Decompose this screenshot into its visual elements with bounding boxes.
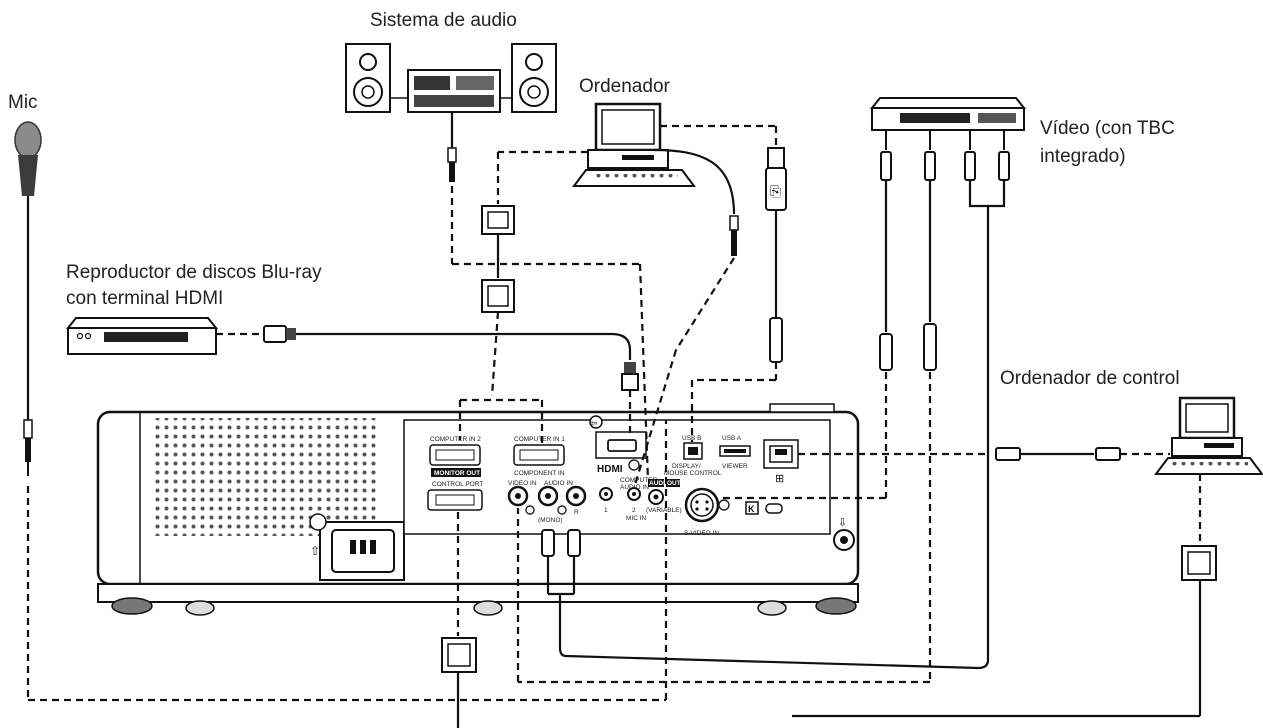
audio-out-port: AUDIO OUT (VARIABLE) xyxy=(646,479,682,514)
audio-system-label: Sistema de audio xyxy=(370,10,517,31)
bluray-label: Reproductor de discos Blu-ray xyxy=(66,262,322,283)
svg-text:S-VIDEO IN: S-VIDEO IN xyxy=(684,530,719,537)
svg-text:MONITOR OUT: MONITOR OUT xyxy=(434,470,480,477)
video-label: Vídeo (con TBC xyxy=(1040,118,1175,139)
usb-ports: USB B DISPLAY/ MOUSE CONTROL USB A VIEWE… xyxy=(664,435,751,477)
kensington-lock: ⇩ xyxy=(833,517,855,551)
computer-audio-cable xyxy=(632,148,739,489)
video-audio-in-ports: VIDEO IN AUDIO IN (MONO) R xyxy=(507,480,587,524)
svg-text:VIEWER: VIEWER xyxy=(722,463,748,470)
hdmi-cable xyxy=(216,325,639,434)
svg-text:OUT: OUT xyxy=(667,480,681,487)
stereo-deck xyxy=(407,69,501,113)
s-video-in-port: S-VIDEO IN xyxy=(684,487,730,537)
computer-in-1-port: COMPUTER IN 1 COMPONENT IN xyxy=(513,436,565,477)
computer-label: Ordenador xyxy=(579,76,671,97)
svg-text:AUDIO IN: AUDIO IN xyxy=(544,480,573,487)
svg-text:COMPUTER IN 1: COMPUTER IN 1 xyxy=(514,436,565,443)
svg-text:COMPUTER IN 2: COMPUTER IN 2 xyxy=(430,436,481,443)
svg-text:R: R xyxy=(574,509,579,516)
mic-label: Mic xyxy=(8,92,38,113)
control-computer-device xyxy=(1154,396,1263,475)
svg-text:MOUSE CONTROL: MOUSE CONTROL xyxy=(664,470,722,477)
lan-cable xyxy=(798,447,1170,461)
audio-cable xyxy=(447,112,650,481)
svg-text:USB A: USB A xyxy=(722,435,742,442)
left-speaker xyxy=(345,43,391,113)
projector-body: ⇧ xyxy=(96,403,860,616)
speaker-grill xyxy=(152,418,376,536)
svg-text:⇩: ⇩ xyxy=(838,517,847,529)
control-computer-label: Ordenador de control xyxy=(1000,368,1180,389)
audio-system xyxy=(345,43,557,113)
right-speaker xyxy=(511,43,557,113)
svg-text:COMPUTER: COMPUTER xyxy=(620,477,658,484)
svg-text:MIC IN: MIC IN xyxy=(626,515,647,522)
video-cables xyxy=(516,130,1010,684)
computer-device xyxy=(572,102,696,187)
svg-text:K: K xyxy=(748,504,755,514)
svg-text:2: 2 xyxy=(632,507,636,514)
bluray-label-line2: con terminal HDMI xyxy=(66,288,223,309)
svg-text:CONTROL PORT: CONTROL PORT xyxy=(432,481,483,488)
svg-text:⇦: ⇦ xyxy=(590,418,598,428)
control-serial-cable xyxy=(792,474,1217,718)
hdmi-port: HDMI ⇦ xyxy=(589,415,647,475)
usb-cable: ⎘ xyxy=(660,124,787,442)
bluray-player xyxy=(65,317,219,355)
computer-vga-cable xyxy=(460,150,588,448)
security-slot: K xyxy=(745,501,783,515)
svg-text:COMPONENT IN: COMPONENT IN xyxy=(514,470,565,477)
svg-text:DISPLAY/: DISPLAY/ xyxy=(672,463,701,470)
mic-cable-return xyxy=(28,420,668,702)
svg-text:(VARIABLE): (VARIABLE) xyxy=(646,507,682,514)
microphone xyxy=(14,121,42,700)
computer-audio-in-ports: COMPUTER AUDIO IN 1 2 MIC IN xyxy=(599,477,658,522)
svg-text:⊞: ⊞ xyxy=(775,473,784,485)
computer-in-2-port: COMPUTER IN 2 MONITOR OUT xyxy=(429,436,481,477)
svg-text:(MONO): (MONO) xyxy=(538,517,563,524)
svg-text:⇧: ⇧ xyxy=(310,544,320,558)
control-port-cable xyxy=(441,512,477,728)
video-label-line2: integrado) xyxy=(1040,146,1126,167)
rca-audio-plugs xyxy=(541,529,581,596)
svg-text:1: 1 xyxy=(604,507,608,514)
svg-text:USB B: USB B xyxy=(682,435,702,442)
svg-text:VIDEO IN: VIDEO IN xyxy=(508,480,537,487)
usb-icon: ⎘ xyxy=(770,183,781,199)
svg-text:AUDIO: AUDIO xyxy=(649,480,670,487)
hdmi-logo: HDMI xyxy=(597,464,623,475)
vcr-device xyxy=(869,97,1027,131)
control-port: CONTROL PORT xyxy=(427,481,483,511)
